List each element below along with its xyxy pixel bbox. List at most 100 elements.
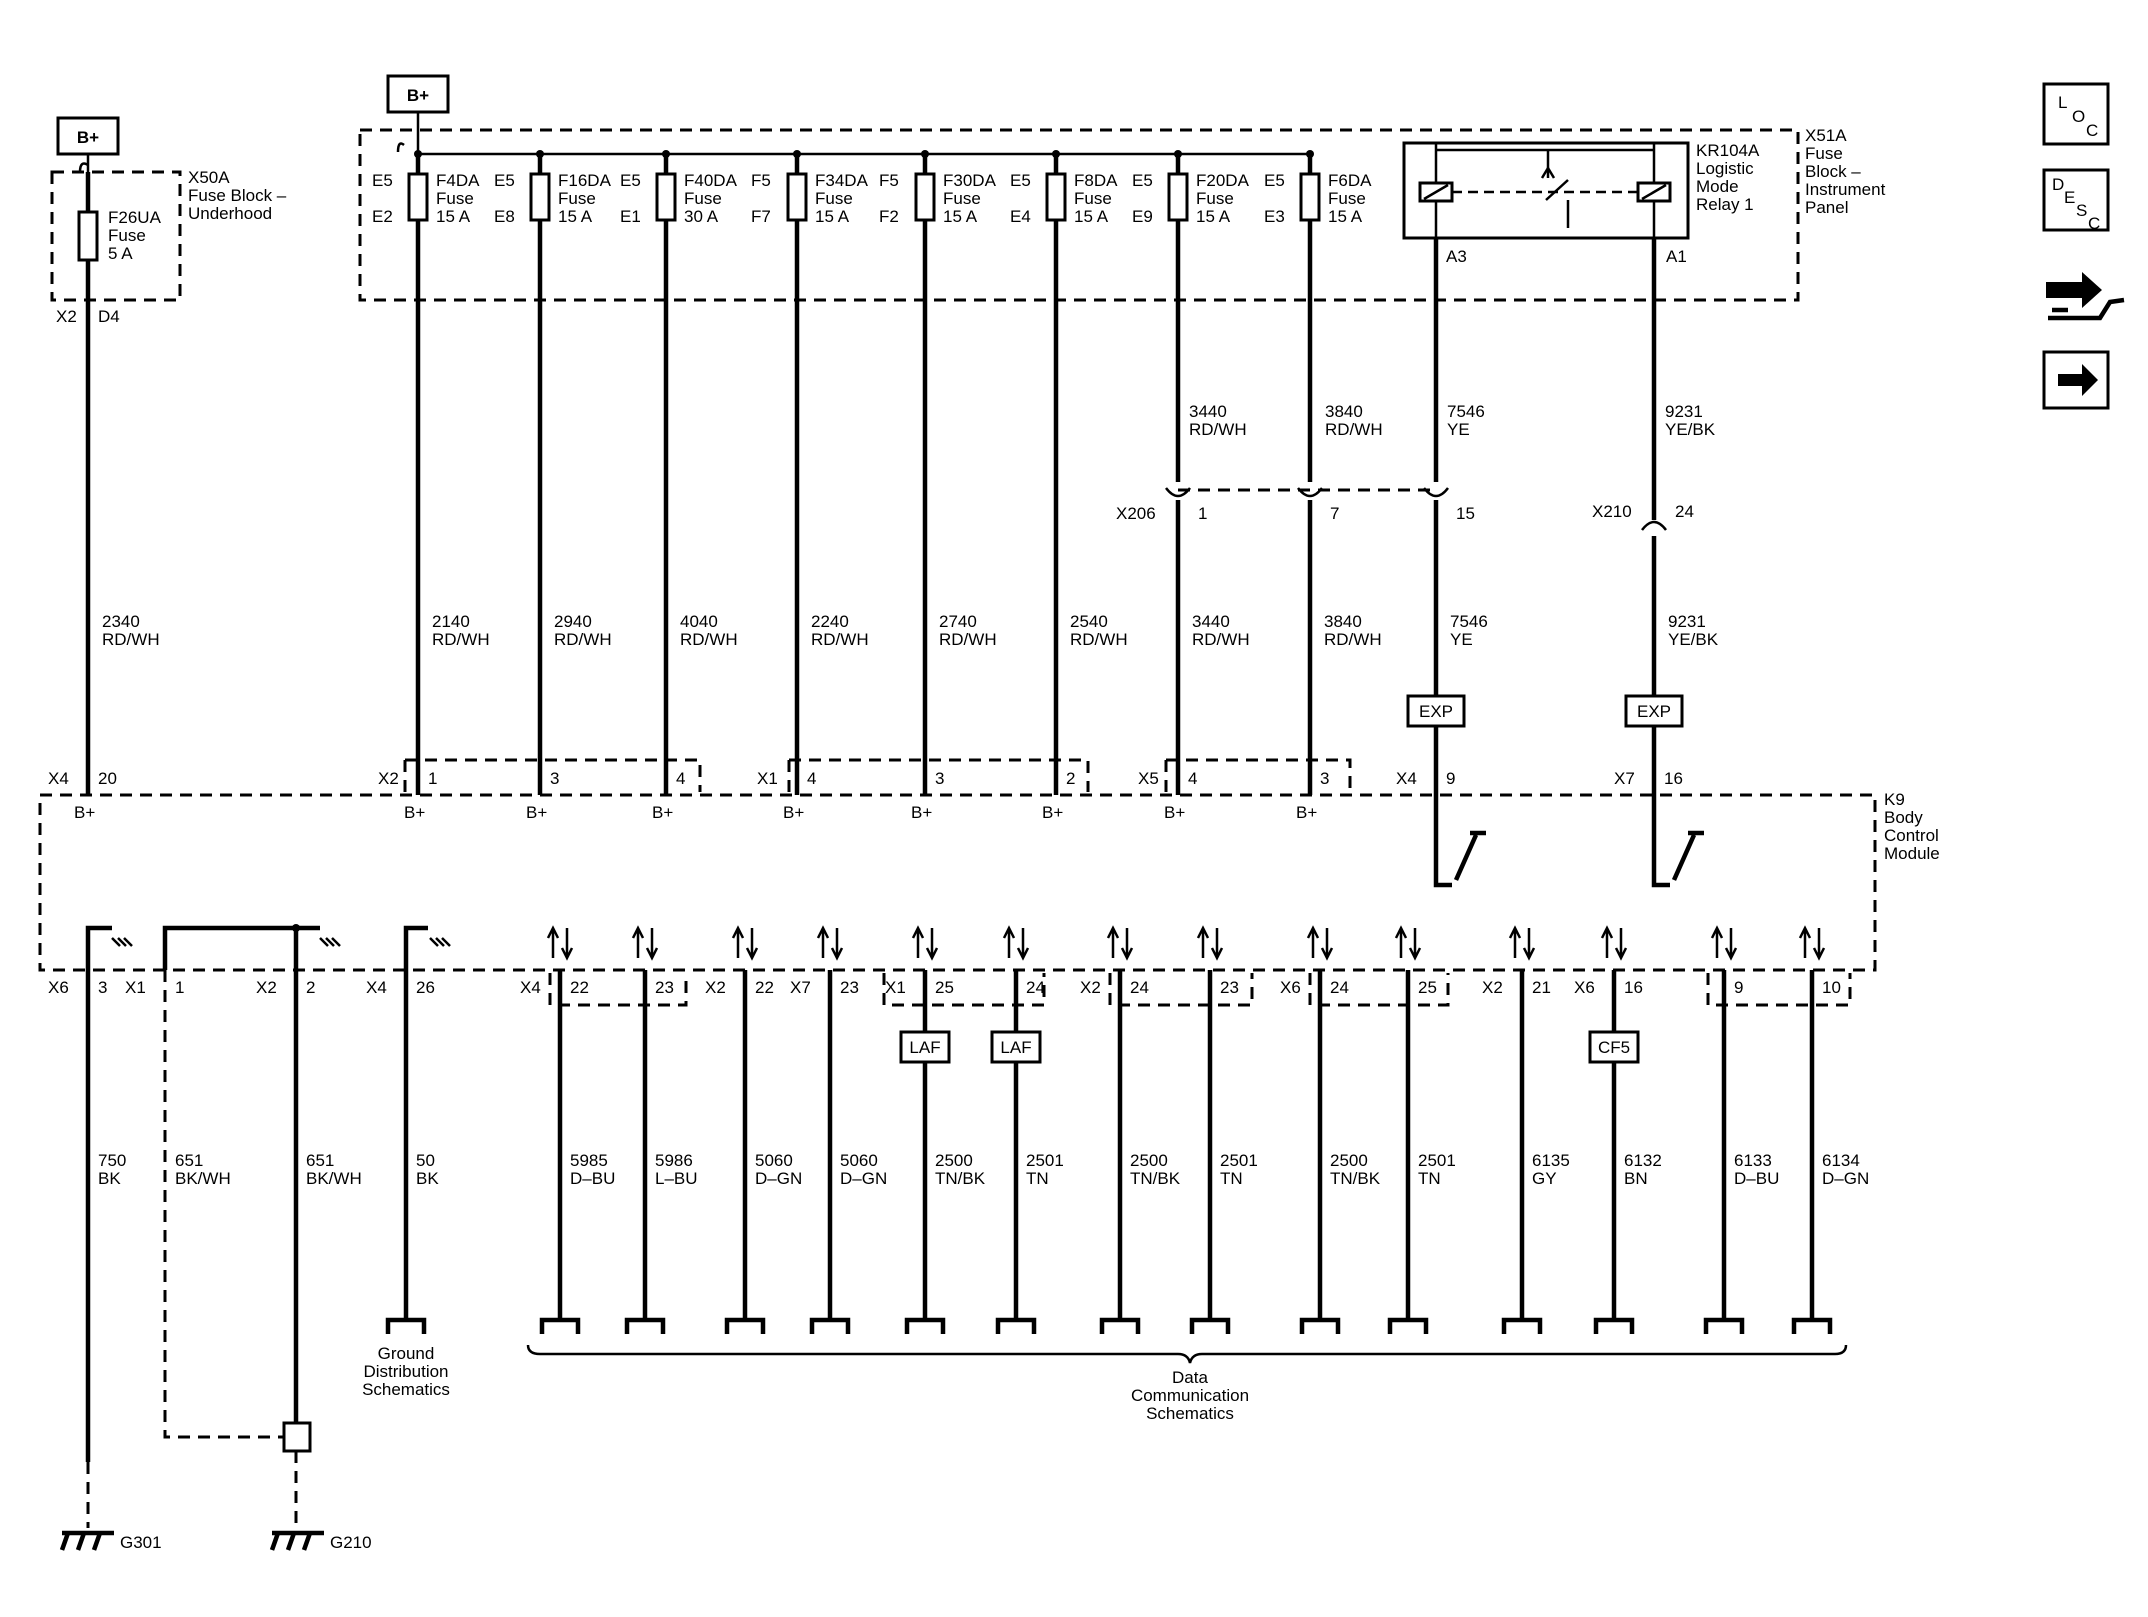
connector-terminal: [1099, 1317, 1141, 1334]
wire-number: 2540: [1070, 612, 1108, 631]
wire-number: 5060: [755, 1151, 793, 1170]
wire-number: 2501: [1418, 1151, 1456, 1170]
connector-terminal: [1387, 1317, 1429, 1334]
connector-end-view-button[interactable]: [2046, 272, 2125, 321]
bidirectional-io-icon: [1508, 925, 1536, 961]
wire-number: 6134: [1822, 1151, 1860, 1170]
internal-ground-x4-26: [403, 925, 451, 970]
svg-text:3840: 3840: [1325, 402, 1363, 421]
connector-id: X2: [378, 769, 399, 788]
bidirectional-io-icon: [1196, 925, 1224, 961]
svg-text:Ground: Ground: [378, 1344, 435, 1363]
pin-number: 3: [98, 978, 107, 997]
b-plus-source-left: B+: [56, 116, 120, 156]
connector-id: X1: [885, 978, 906, 997]
connector-id: X2: [256, 978, 277, 997]
pin-number: 16: [1664, 769, 1683, 788]
connector-id: X4: [366, 978, 387, 997]
k9-module-outline: [38, 793, 1877, 972]
svg-text:S: S: [2076, 201, 2087, 220]
wire-number: 9231: [1668, 612, 1706, 631]
bidirectional-io-icon: [911, 925, 939, 961]
connector-terminal: [1189, 1317, 1231, 1334]
pin-number: 20: [98, 769, 117, 788]
x50a-pin-x2: X2: [56, 307, 77, 326]
next-page-arrow-icon: [2058, 364, 2098, 396]
next-page-button[interactable]: [2042, 350, 2110, 410]
wire-color: TN/BK: [1130, 1169, 1181, 1188]
connector-id: X2: [1482, 978, 1503, 997]
wire-color: YE: [1450, 630, 1473, 649]
svg-text:Communication: Communication: [1131, 1386, 1249, 1405]
wire-number: 3440: [1192, 612, 1230, 631]
b-plus-pin-label: B+: [74, 803, 95, 822]
x206-name: X206: [1116, 504, 1156, 523]
fuse-word: Fuse: [684, 189, 722, 208]
fuse-pin-out: F7: [751, 207, 771, 226]
desc-button[interactable]: D E S C: [2042, 168, 2110, 233]
fuse-pin-out: E3: [1264, 207, 1285, 226]
wire-number: 2501: [1220, 1151, 1258, 1170]
wire-color: RD/WH: [432, 630, 490, 649]
bidirectional-io-icon: [1306, 925, 1334, 961]
connector-id: X7: [790, 978, 811, 997]
wire-color: GY: [1532, 1169, 1557, 1188]
ground-g301-label: G301: [120, 1533, 162, 1552]
connector-id: X2: [1080, 978, 1101, 997]
svg-text:Relay 1: Relay 1: [1696, 195, 1754, 214]
fuse-pin-in: E5: [1010, 171, 1031, 190]
b-plus-source-top: B+: [386, 74, 450, 114]
connector-id: X6: [1280, 978, 1301, 997]
fuse-rating: 15 A: [815, 207, 850, 226]
wire-number: 651: [175, 1151, 203, 1170]
wire-number: 2500: [1130, 1151, 1168, 1170]
connector-terminal: [1501, 1317, 1543, 1334]
svg-text:7546: 7546: [1447, 402, 1485, 421]
wire-number: 6132: [1624, 1151, 1662, 1170]
x51a-fuse-block-outline: [358, 128, 1800, 302]
fuse-pin-in: F5: [751, 171, 771, 190]
svg-text:RD/WH: RD/WH: [1189, 420, 1247, 439]
wire-color: RD/WH: [811, 630, 869, 649]
svg-text:RD/WH: RD/WH: [1325, 420, 1383, 439]
svg-text:Block –: Block –: [1805, 162, 1861, 181]
fuse-rating: 30 A: [684, 207, 719, 226]
ground-g301-icon: [59, 1530, 114, 1551]
wire-color: BK/WH: [306, 1169, 362, 1188]
connector-terminal: [995, 1317, 1037, 1334]
svg-text:YE/BK: YE/BK: [1665, 420, 1716, 439]
wire-color: RD/WH: [1192, 630, 1250, 649]
pin-number: 1: [428, 769, 437, 788]
pin-number: 24: [1026, 978, 1045, 997]
b-plus-pin-label: B+: [526, 803, 547, 822]
pin-number: 4: [807, 769, 816, 788]
bidirectional-io-icon: [816, 925, 844, 961]
connector-id: X1: [757, 769, 778, 788]
b-plus-label: B+: [77, 128, 99, 147]
wire-number: 2740: [939, 612, 977, 631]
wire-color: RD/WH: [102, 630, 160, 649]
wire-number: 5985: [570, 1151, 608, 1170]
pin-number: 2: [306, 978, 315, 997]
laf-box-label: LAF: [1000, 1038, 1031, 1057]
b-plus-pin-label: B+: [911, 803, 932, 822]
desc-icon: D: [2052, 175, 2064, 194]
svg-text:7: 7: [1330, 504, 1339, 523]
loc-button[interactable]: L O C: [2042, 82, 2110, 146]
b-plus-pin-label: B+: [1042, 803, 1063, 822]
laf-box: LAF: [990, 1030, 1042, 1064]
wire-color: D–GN: [1822, 1169, 1869, 1188]
fuse-pin-out: E9: [1132, 207, 1153, 226]
connector-terminal: [624, 1317, 666, 1334]
connector-terminal: [1703, 1317, 1745, 1334]
fuse-word: Fuse: [1328, 189, 1366, 208]
x210-name: X210: [1592, 502, 1632, 521]
pin-number: 22: [755, 978, 774, 997]
fuse-name: F40DA: [684, 171, 738, 190]
bidirectional-io-icon: [1002, 925, 1030, 961]
wire-number: 5060: [840, 1151, 878, 1170]
wire-color: D–BU: [1734, 1169, 1779, 1188]
wire-number: 50: [416, 1151, 435, 1170]
ground-g210-label: G210: [330, 1533, 372, 1552]
